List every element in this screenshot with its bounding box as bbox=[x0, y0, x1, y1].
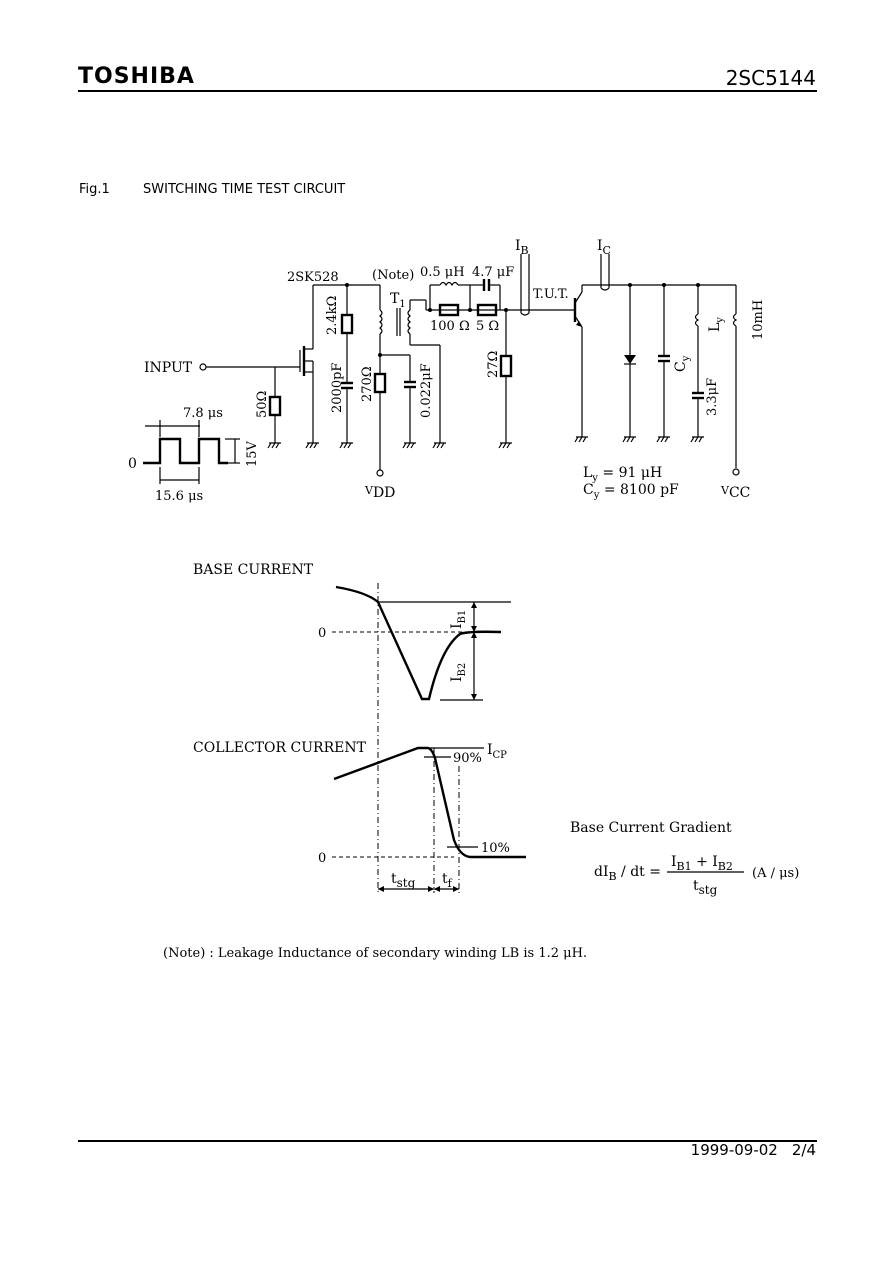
ly-value: Ly = 91 μH bbox=[583, 465, 662, 484]
inductor-05-label: 0.5 μH bbox=[420, 265, 465, 280]
ib2-label: IB2 bbox=[449, 663, 468, 682]
gradient-unit: (A / μs) bbox=[752, 866, 799, 881]
inductor-10mh-label: 10mH bbox=[751, 300, 766, 340]
figure-number: Fig.1 bbox=[79, 182, 110, 197]
ic-label: IC bbox=[597, 238, 611, 257]
brand-logo: TOSHIBA bbox=[78, 64, 195, 89]
tstg-label: tstg bbox=[391, 871, 416, 890]
cap-2000-label: 2000pF bbox=[330, 363, 345, 413]
base-current-waveform: BASE CURRENT 0 IB1 IB2 bbox=[193, 562, 511, 893]
vdd-label: VDD bbox=[364, 484, 395, 501]
pct90-label: 90% bbox=[453, 751, 482, 766]
base-zero-label: 0 bbox=[318, 626, 326, 641]
footer-date: 1999-09-02 bbox=[690, 1141, 778, 1159]
r27-label: 27Ω bbox=[486, 351, 501, 378]
vcc-label: VCC bbox=[720, 484, 750, 501]
input-pulse bbox=[143, 437, 228, 465]
gradient-title: Base Current Gradient bbox=[570, 820, 732, 836]
r270-label: 270Ω bbox=[360, 366, 375, 402]
ib1-label: IB1 bbox=[449, 610, 468, 629]
pulse-amp-label: 15V bbox=[245, 440, 260, 467]
gradient-lhs: dIB / dt = bbox=[594, 864, 661, 883]
cap-47-label: 4.7 μF bbox=[472, 265, 514, 280]
gradient-formula: Base Current Gradient dIB / dt = IB1 + I… bbox=[570, 820, 799, 897]
ib-label: IB bbox=[515, 238, 529, 257]
input-terminal bbox=[199, 363, 207, 371]
figure-title: SWITCHING TIME TEST CIRCUIT bbox=[143, 182, 346, 197]
t1-label: T1 bbox=[390, 291, 406, 310]
base-current-title: BASE CURRENT bbox=[193, 562, 314, 578]
tut-label: T.U.T. bbox=[533, 287, 569, 302]
pct10-label: 10% bbox=[481, 841, 510, 856]
resistor-50 bbox=[268, 395, 282, 417]
figure-caption: Fig.1 SWITCHING TIME TEST CIRCUIT bbox=[79, 182, 345, 197]
footer-rule bbox=[78, 1140, 817, 1142]
collector-current-trace bbox=[333, 746, 526, 859]
collector-current-title: COLLECTOR CURRENT bbox=[193, 740, 367, 756]
r50-label: 50Ω bbox=[255, 391, 270, 418]
cy-label: Cy bbox=[673, 355, 692, 372]
input-label: INPUT bbox=[144, 360, 193, 376]
ly-label: Ly bbox=[707, 317, 726, 332]
cy-value: Cy = 8100 pF bbox=[583, 482, 679, 501]
pulse-width-label: 7.8 μs bbox=[183, 406, 223, 421]
fet-label: 2SK528 bbox=[287, 270, 339, 285]
base-current-trace bbox=[335, 585, 502, 701]
footer-page: 2/4 bbox=[791, 1141, 816, 1159]
collector-current-waveform: COLLECTOR CURRENT ICP 90% 10% 0 tstg tf bbox=[193, 740, 526, 892]
circuit-diagram bbox=[143, 254, 740, 484]
r5-label: 5 Ω bbox=[476, 319, 499, 334]
collector-zero-label: 0 bbox=[318, 851, 326, 866]
pulse-period-label: 15.6 μs bbox=[155, 489, 203, 504]
footer: 1999-09-02 2/4 bbox=[677, 1141, 816, 1159]
gradient-denominator: tstg bbox=[693, 878, 718, 897]
part-number: 2SC5144 bbox=[725, 66, 816, 90]
pulse-zero-label: 0 bbox=[128, 456, 137, 472]
cap-0022-label: 0.022μF bbox=[419, 363, 434, 418]
header-rule bbox=[78, 90, 817, 92]
leakage-note: (Note) : Leakage Inductance of secondary… bbox=[163, 946, 588, 961]
gradient-numerator: IB1 + IB2 bbox=[671, 854, 733, 873]
r100-label: 100 Ω bbox=[430, 319, 470, 334]
r24k-label: 2.4kΩ bbox=[325, 296, 340, 335]
icp-label: ICP bbox=[487, 742, 507, 761]
tf-label: tf bbox=[442, 871, 453, 890]
note-tag: (Note) bbox=[372, 268, 414, 283]
cap-33-label: 3.3μF bbox=[705, 378, 720, 416]
